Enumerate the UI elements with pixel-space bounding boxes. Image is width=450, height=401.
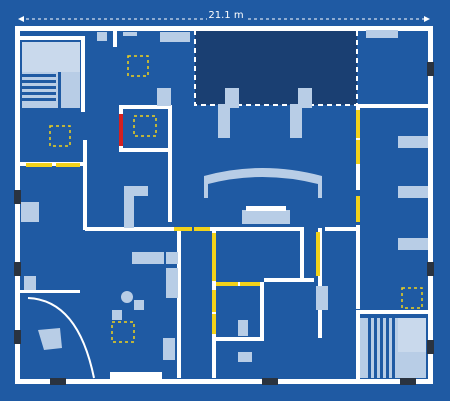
door [212,233,216,281]
area-marker [127,55,149,77]
door [26,163,52,167]
office-chair [38,328,62,350]
cabinet [97,32,107,41]
area-markers [49,55,423,343]
window-marks [14,62,434,385]
table [242,210,290,224]
area-marker [133,115,157,137]
staircase-bottom-right [360,318,426,378]
sofa [160,32,190,42]
open-zone [195,30,357,105]
lounge-chair [124,186,148,228]
sofa [132,252,164,264]
door [212,314,216,334]
reception-desk [204,168,322,198]
open-zone-dashed-outline [194,30,358,106]
area-marker [401,287,423,309]
dimension-label: 21.1 m [208,10,243,21]
door [356,110,360,138]
door [240,282,260,286]
doors-yellow [26,110,360,334]
door [194,227,210,231]
chair [21,202,39,222]
dimension-line: 21.1 m [18,9,430,22]
door [316,232,320,276]
door [56,163,80,167]
furniture [21,30,428,362]
door [356,140,360,164]
door [356,196,360,222]
area-marker [49,125,71,147]
round-table [121,291,133,303]
area-marker [111,321,135,343]
door [212,290,216,312]
outer-walls [15,26,433,384]
staircase-top-left [22,42,80,108]
swing-door-arc [27,297,95,379]
door [174,227,192,231]
door-red [119,114,123,146]
door [216,282,238,286]
